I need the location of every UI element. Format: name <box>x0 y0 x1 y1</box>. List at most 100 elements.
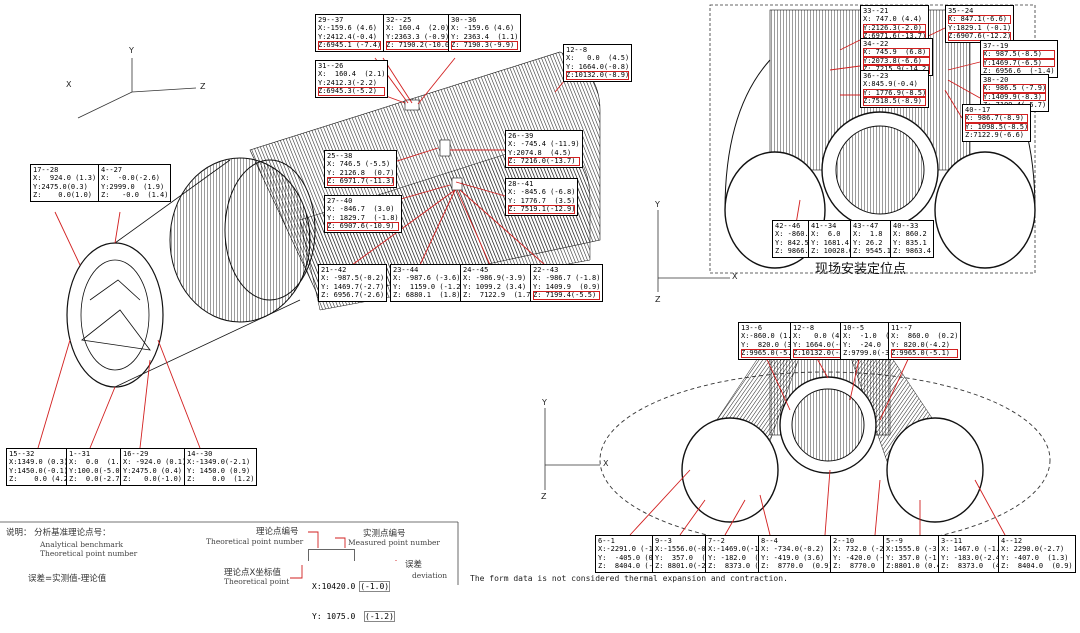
point-label-x-value: X: 6.0 <box>811 230 841 239</box>
legend-theoretical-point-en-text: Theoretical point number <box>206 537 304 546</box>
point-label-y-value: Y:2475.0 (0.4) <box>123 466 183 475</box>
point-label-z-value: Z: 6956.6 (-1.4) <box>983 67 1055 76</box>
legend-theoretical-point: 理论点编号 <box>256 527 299 537</box>
point-label-y-value: Y: 842.5 <box>775 238 809 247</box>
point-label-id: 41--34 <box>811 222 837 230</box>
point-label-y-value: Y:1450.0(-0.1) <box>9 466 69 475</box>
point-label-id: 13--6 <box>741 324 763 332</box>
point-label-x-value: X: 860.2 <box>893 230 927 239</box>
point-label-z-value: Z: 6907.6(-10.9) <box>327 222 399 231</box>
legend-xcoord-cn: 理论点X坐标值 <box>224 568 281 578</box>
point-label-x-value: X: 160.4 (2.0) <box>386 24 450 33</box>
point-label-id: 7--2 <box>708 537 725 545</box>
main-leader-lines <box>37 57 566 449</box>
point-label-z-value: Z: 9866.3 <box>775 247 813 256</box>
point-label-id: 26--39 <box>508 132 534 140</box>
point-label-id: 36--23 <box>863 72 889 80</box>
point-label-z-value: Z: 7519.1(-12.9) <box>508 205 576 214</box>
point-label-z-value: Z:6945.3(-5.2) <box>318 87 386 96</box>
point-label-id: 33--21 <box>863 7 889 15</box>
point-label-y-value: Y:1409.9(-8.3) <box>983 92 1047 102</box>
point-label-y-value: Y: -183.0(-2.4) <box>941 553 1005 562</box>
legend-theoretical-point-cn: 理论点编号 <box>256 527 299 537</box>
point-label-x-value: X:-860.0 (1.4) <box>741 332 801 341</box>
point-label-x-value: X: 746.5 (-5.5) <box>327 160 391 169</box>
point-label-id: 37--19 <box>983 42 1009 50</box>
point-label-x-value: X: -860.8 <box>775 230 813 239</box>
point-label-y-value: Y: 1450.0 (0.9) <box>187 466 251 475</box>
point-label-id: 22--43 <box>533 266 559 274</box>
point-label-x-value: X: 924.0 (1.3) <box>33 174 97 183</box>
legend-deviation-en: deviation <box>412 571 447 581</box>
point-label-id: 14--30 <box>187 450 213 458</box>
point-label-id: 29--37 <box>318 16 344 24</box>
point-label-z-value: Z: 0.0(1.0) <box>33 191 93 200</box>
point-label-x-value: X: -745.4 (-11.9) <box>508 140 580 149</box>
point-label-z-value: Z: 8404.0 (0.9) <box>1001 562 1073 571</box>
point-label-y-value: Y: 1159.0 (-1.2) <box>393 282 465 291</box>
point-label-y-value: Y:2475.0(0.3) <box>33 182 88 191</box>
point-label-z-value: Z: 0.0 (4.2) <box>9 475 73 484</box>
point-label-z-value: Z: 0.0(-1.0) <box>123 475 183 484</box>
point-label-y-value: Y: 1664.0(-0.8) <box>566 62 630 71</box>
point-label-z-value: Z: 0.0 (1.2) <box>187 475 255 484</box>
legend-sample-y-dev: (-1.2) <box>364 611 395 622</box>
br-axis-x-label: X <box>603 459 609 468</box>
point-label-y-value: Y: -419.0 (3.6) <box>761 553 825 562</box>
point-label-x-value: X:-1469.0(-1.3) <box>708 545 772 554</box>
point-label-id: 5--9 <box>886 537 903 545</box>
bottom-note: The form data is not considered thermal … <box>470 574 788 583</box>
point-label-id: 11--7 <box>891 324 913 332</box>
legend-theoretical-point-en: Theoretical point number <box>206 537 303 547</box>
legend-sample-x: X:10420.0 <box>312 582 356 591</box>
point-label-id: 8--4 <box>761 537 778 545</box>
top-right-drawing <box>724 9 1036 269</box>
legend-title: 说明： <box>6 528 32 538</box>
point-label-z-value: Z:9965.0(-5.1) <box>891 349 959 358</box>
point-label-z-value: Z:7518.5(-8.9) <box>863 97 927 106</box>
point-label-y-value: Y: 357.0 (-1.2) <box>886 553 950 562</box>
point-label-x-value: X: 1.8 <box>853 230 883 239</box>
point-label-id: 12--8 <box>793 324 815 332</box>
legend-theoretical-en: Theoretical point number <box>40 549 137 559</box>
point-label-x-value: X: 0.0 (1.2) <box>69 458 129 467</box>
br-axis-y-label: Y <box>542 398 547 407</box>
legend-analysis-cn: 分析基准理论点号： <box>34 528 111 538</box>
axis-z-label: Z <box>200 82 206 91</box>
point-label-y-value: Y:2126.3(-2.0) <box>863 23 927 33</box>
main-axis-triad <box>77 58 197 119</box>
legend-xcoord-en: Theoretical point <box>224 577 289 587</box>
point-label-id: 9--3 <box>655 537 672 545</box>
point-label-z-value: Z: 9863.4 <box>893 247 931 256</box>
point-label-y-value: Y: 26.2 <box>853 238 883 247</box>
axis-y-label: Y <box>129 46 134 55</box>
point-label-id: 25--38 <box>327 152 353 160</box>
legend-error-text: 误差=实测值-理论值 <box>28 574 107 584</box>
point-label-z-value: Z: 7215.9(-14.2) <box>863 65 931 74</box>
legend-sample-x-dev: (-1.0) <box>359 581 391 592</box>
point-label-x-value: X:-1556.0(-0.9) <box>655 545 719 554</box>
point-label-id: 32--25 <box>386 16 412 24</box>
bottom-right-drawing <box>681 354 984 523</box>
point-label-y-value: Y:1829.1 (-0.1) <box>948 23 1012 32</box>
point-label-x-value: X: 160.4 (2.1) <box>318 70 386 79</box>
point-label-id: 30--36 <box>451 16 477 24</box>
point-label-y-value: Y:2073.8(-6.6) <box>863 56 931 66</box>
point-label-z-value: Z:6971.6(-13.7) <box>863 32 927 41</box>
